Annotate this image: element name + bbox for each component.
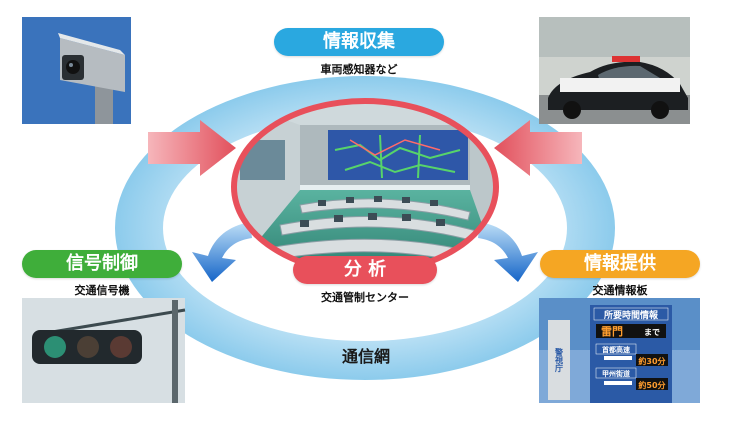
police-car-photo: [539, 17, 690, 124]
control-title: 信号制御: [22, 250, 182, 278]
sign-header: 所要時間情報: [604, 309, 659, 321]
control-center-illustration: [231, 98, 499, 276]
sign-place: 雷門: [601, 325, 623, 338]
collection-caption: 車両感知器など: [320, 63, 398, 76]
outbound-arrow-right: [478, 222, 538, 282]
inbound-arrow-right: [494, 120, 582, 176]
provision-caption: 交通情報板: [592, 284, 648, 297]
inbound-arrow-left: [148, 120, 236, 176]
network-label: 通信網: [341, 347, 390, 366]
control-caption: 交通信号機: [74, 284, 130, 297]
sign-side-text: 警視庁: [555, 347, 564, 373]
sign-until: まで: [644, 328, 660, 337]
traffic-signal-photo: [22, 298, 186, 403]
sign-route1: 首都高速: [602, 345, 630, 354]
sign-time2: 約50分: [638, 380, 665, 390]
analysis-title: 分 析: [293, 256, 437, 284]
traffic-info-board-photo: [539, 298, 700, 403]
sign-time1: 約30分: [638, 356, 665, 366]
sign-route2: 甲州街道: [602, 369, 630, 378]
vehicle-detector-photo: [22, 17, 131, 124]
provision-title: 情報提供: [540, 250, 700, 278]
analysis-caption: 交通管制センター: [321, 291, 409, 304]
collection-title: 情報収集: [274, 28, 444, 56]
outbound-arrow-left: [192, 222, 252, 282]
